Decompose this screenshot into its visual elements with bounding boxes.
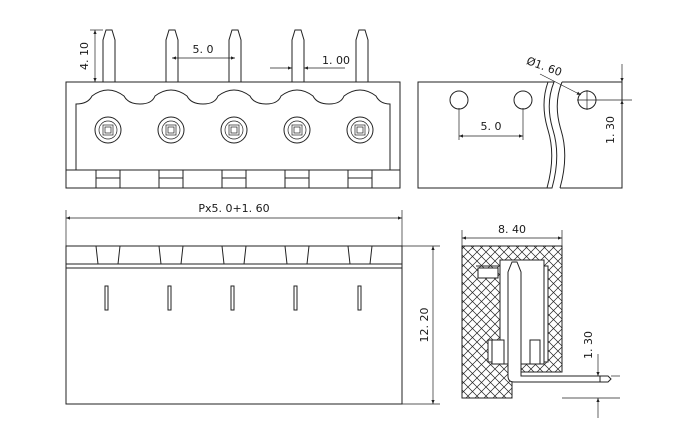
section-lower-step-2 — [529, 339, 541, 365]
break-line-2 — [556, 81, 566, 189]
side-view-top: Ø1. 60 5. 0 1. 30 — [417, 54, 632, 189]
dim-pin-bend-label: 1. 30 — [582, 331, 595, 359]
section-lower-step — [491, 339, 505, 365]
screw-2 — [157, 116, 185, 144]
break-line — [543, 81, 553, 189]
bottom-front-slots — [95, 245, 373, 265]
front-view-pins — [102, 29, 369, 82]
screw-3 — [220, 116, 248, 144]
dim-body-depth-label: 8. 40 — [498, 223, 526, 236]
dim-pin-height-label: 4. 10 — [78, 42, 91, 70]
front-screws — [94, 116, 374, 144]
dim-body-height-label: 12. 20 — [418, 308, 431, 343]
section-pin-tip — [599, 375, 612, 383]
dim-hole-diameter-leader — [539, 73, 582, 96]
bottom-front-view: Px5. 0+1. 60 12. 20 — [65, 202, 440, 405]
side-view-body-left — [417, 81, 558, 189]
screw-4 — [283, 116, 311, 144]
pin-5 — [355, 29, 369, 82]
dim-hole-pitch-label: 5. 0 — [481, 120, 502, 133]
section-bent-pin — [507, 261, 601, 383]
dim-pin-pitch-label: 5. 0 — [193, 43, 214, 56]
section-slot-left — [477, 267, 499, 279]
dim-pin-width-label: 1. 00 — [322, 54, 350, 67]
pin-4 — [291, 29, 305, 82]
pin-3 — [228, 29, 242, 82]
section-view: 8. 40 1. 30 — [461, 223, 620, 418]
dim-hole-offset-label: 1. 30 — [604, 116, 617, 144]
screw-1 — [94, 116, 122, 144]
dim-hole-diameter-label: Ø1. 60 — [525, 54, 564, 79]
bottom-front-pins — [104, 285, 362, 311]
hole-2 — [513, 90, 533, 110]
front-view: 4. 10 5. 0 1. 00 — [65, 29, 401, 189]
bottom-front-body — [65, 245, 403, 405]
front-base-slots — [95, 170, 373, 188]
dim-overall-length-label: Px5. 0+1. 60 — [198, 202, 269, 215]
screw-5 — [346, 116, 374, 144]
pin-2 — [165, 29, 179, 82]
front-scallop-profile — [75, 89, 391, 170]
hole-1 — [449, 90, 469, 110]
pin-1 — [102, 29, 116, 82]
front-body — [65, 81, 401, 189]
